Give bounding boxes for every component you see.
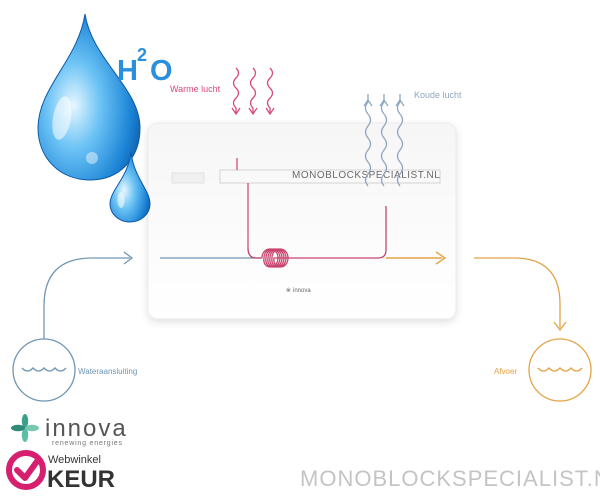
innova-name: innova <box>45 415 128 442</box>
h2o-formula: H 2 O <box>117 45 173 87</box>
cold-air-arrow-1 <box>364 94 372 187</box>
drain-arrowhead-right <box>435 251 447 265</box>
water-droplet-small-icon <box>109 151 151 223</box>
warm-air-arrow-3-head <box>265 107 275 116</box>
keur-check-icon <box>6 450 46 490</box>
cold-air-arrow-2 <box>380 94 388 187</box>
innova-logo: innova renewing energies <box>11 414 128 447</box>
water-droplet-large-icon <box>37 13 141 181</box>
water-inlet-pipe <box>43 257 130 340</box>
warm-air-arrows <box>231 67 275 116</box>
h2o-h: H <box>117 55 138 87</box>
unit-text: MONOBLOCKSPECIALIST.NL <box>292 170 440 181</box>
heat-exchanger-coil <box>247 206 387 268</box>
drain-outlet-pipe <box>474 257 561 328</box>
unit-display <box>171 172 205 184</box>
cold-air-arrow-1-head <box>363 98 373 107</box>
cold-air-arrow-3 <box>396 94 404 187</box>
warm-air-arrow-3 <box>266 67 274 113</box>
keur-label: KEUR <box>47 466 115 493</box>
drain-outlet-arrowhead <box>553 321 567 332</box>
unit-brand: ❀ innova <box>286 287 311 294</box>
water-inlet-label: Wateraansluiting <box>78 367 137 376</box>
warm-air-line <box>236 158 249 248</box>
innova-leaf-icon <box>11 414 39 442</box>
cold-air-arrows <box>363 94 405 187</box>
h2o-sup: 2 <box>137 45 147 65</box>
warm-air-arrow-2-head <box>248 107 258 116</box>
cold-air-arrow-2-head <box>379 98 389 107</box>
unit-brand-mark: ❀ <box>286 287 291 294</box>
webwinkel-label: Webwinkel <box>48 454 101 466</box>
cold-air-arrow-3-head <box>395 98 405 107</box>
unit-brand-text: innova <box>293 288 311 294</box>
warm-air-arrow-1 <box>232 67 240 113</box>
warm-air-arrow-2 <box>249 67 257 113</box>
h2o-o: O <box>150 55 173 87</box>
webwinkel-keur-logo: Webwinkel KEUR <box>6 450 115 493</box>
warm-air-label: Warme lucht <box>170 84 221 94</box>
drain-icon <box>528 338 592 402</box>
water-source-icon <box>12 338 76 402</box>
site-watermark: MONOBLOCKSPECIALIST.NL <box>300 466 600 491</box>
drain-label: Afvoer <box>494 367 517 376</box>
cold-air-label: Koude lucht <box>414 90 462 100</box>
innova-tagline: renewing energies <box>52 440 123 447</box>
water-inlet-arrowhead <box>123 251 134 265</box>
warm-air-arrow-1-head <box>231 107 241 116</box>
